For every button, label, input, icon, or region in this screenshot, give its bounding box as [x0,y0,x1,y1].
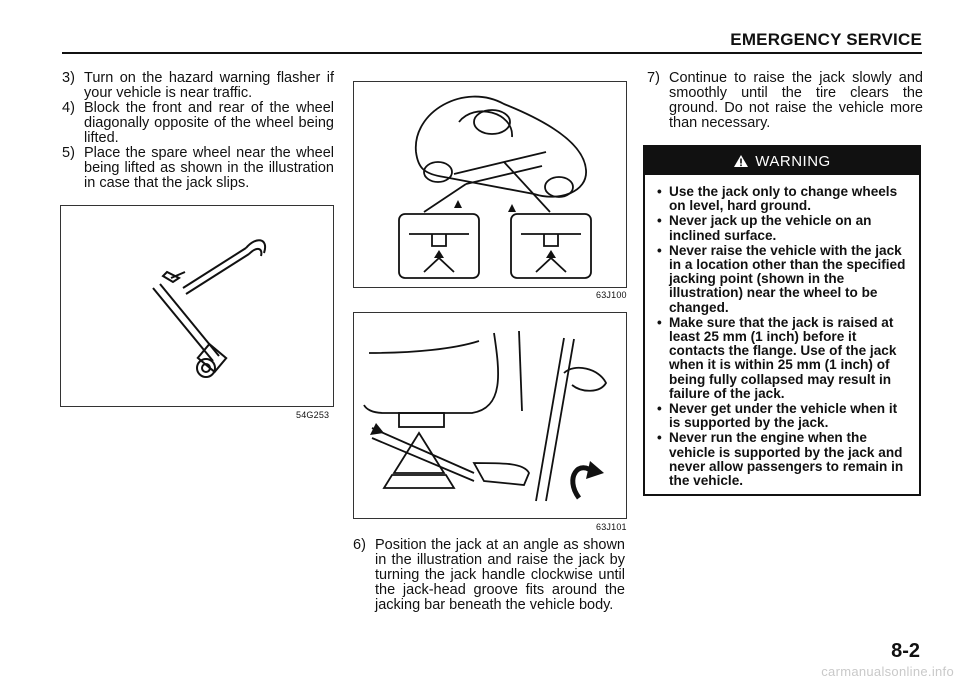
step-6: 6) Position the jack at an angle as show… [353,538,625,613]
warning-title: WARNING [755,152,831,170]
figure-code: 63J100 [596,290,627,300]
figure-code: 54G253 [296,410,330,420]
watermark: carmanualsonline.info [821,664,954,679]
step-3: 3) Turn on the hazard warning flasher if… [62,71,334,101]
warning-item: Never get under the vehicle when it is s… [657,401,909,430]
warning-triangle-icon [734,155,749,167]
step-number: 6) [353,537,366,553]
warning-item: Make sure that the jack is raised at lea… [657,315,909,401]
step-4: 4) Block the front and rear of the wheel… [62,101,334,146]
warning-header: WARNING [645,147,919,175]
step-number: 4) [62,100,75,116]
figure-jacking-points [353,81,627,288]
step-text: Continue to raise the jack slowly and sm… [669,70,923,131]
step-7: 7) Continue to raise the jack slowly and… [647,71,923,131]
figure-scissor-jack [353,312,627,519]
scissor-jack-operation-icon [363,330,608,502]
step-text: Block the front and rear of the wheel di… [84,100,334,146]
figure-code: 63J101 [596,522,627,532]
figure-jack-handle [60,205,334,407]
page-number: 8-2 [891,640,920,662]
warning-box: WARNING Use the jack only to change whee… [643,145,921,496]
step-5: 5) Place the spare wheel near the wheel … [62,146,334,191]
warning-item: Never jack up the vehicle on an inclined… [657,214,909,243]
step-text: Position the jack at an angle as shown i… [375,537,625,613]
step-number: 7) [647,70,660,86]
step-number: 3) [62,70,75,86]
step-text: Turn on the hazard warning flasher if yo… [84,70,334,101]
jack-handle-wrench-icon [152,239,267,378]
step-number: 5) [62,145,75,161]
warning-list: Use the jack only to change wheels on le… [645,175,919,488]
jacking-points-car-icon [398,95,592,279]
warning-item: Never run the engine when the vehicle is… [657,431,909,488]
header-rule [62,52,922,54]
warning-item: Use the jack only to change wheels on le… [657,184,909,213]
step-text: Place the spare wheel near the wheel bei… [84,145,334,191]
section-title: EMERGENCY SERVICE [730,30,922,49]
warning-item: Never raise the vehicle with the jack in… [657,243,909,315]
